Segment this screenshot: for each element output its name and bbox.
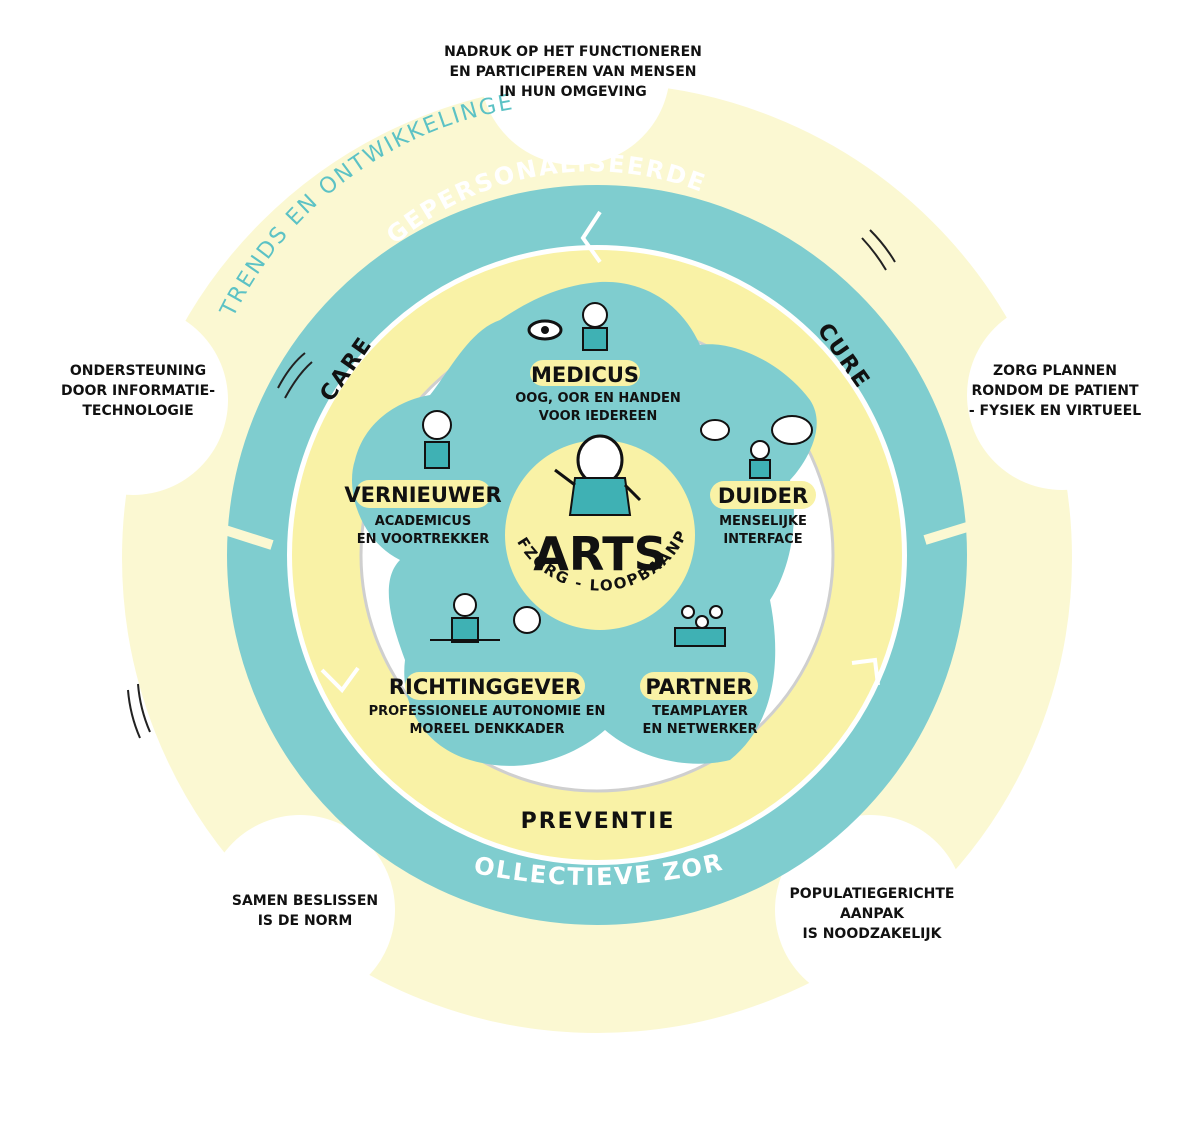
svg-text:NADRUK OP HET FUNCTIONEREN: NADRUK OP HET FUNCTIONEREN <box>444 44 702 60</box>
svg-text:SAMEN BESLISSEN: SAMEN BESLISSEN <box>232 893 378 909</box>
motion-marks <box>127 229 896 739</box>
doctor-figure-icon <box>554 434 642 516</box>
svg-text:POPULATIEGERICHTE: POPULATIEGERICHTE <box>790 886 955 902</box>
role-richtinggever: RICHTINGGEVER PROFESSIONELE AUTONOMIE EN… <box>369 593 606 737</box>
role-partner: PARTNER TEAMPLAYER EN NETWERKER <box>640 605 758 737</box>
chevron-top-icon <box>580 210 602 264</box>
lightbulb-icon <box>422 410 452 469</box>
role-duider-line1: MENSELIJKE <box>719 514 807 529</box>
role-partner-line2: EN NETWERKER <box>642 722 757 737</box>
svg-text:TECHNOLOGIE: TECHNOLOGIE <box>82 403 193 419</box>
svg-text:- FYSIEK EN VIRTUEEL: - FYSIEK EN VIRTUEEL <box>969 403 1141 419</box>
trend-bubble-right <box>967 300 1157 490</box>
center-title: ARTS <box>533 527 666 581</box>
role-richtinggever-line2: MOREEL DENKKADER <box>409 722 564 737</box>
chevron-right-icon <box>851 657 880 686</box>
role-duider-title: DUIDER <box>718 484 808 508</box>
svg-text:DOOR INFORMATIE-: DOOR INFORMATIE- <box>61 383 215 399</box>
chevron-left-icon <box>320 666 360 694</box>
role-richtinggever-title: RICHTINGGEVER <box>389 675 581 699</box>
trend-note-bottom-right: POPULATIEGERICHTE AANPAK IS NOODZAKELIJK <box>790 886 955 942</box>
trend-note-left: ONDERSTEUNING DOOR INFORMATIE- TECHNOLOG… <box>61 363 215 419</box>
role-richtinggever-line1: PROFESSIONELE AUTONOMIE EN <box>369 704 606 719</box>
trend-bubble-top <box>480 0 670 165</box>
svg-text:ZORG PLANNEN: ZORG PLANNEN <box>993 363 1117 379</box>
team-people-icon <box>674 605 726 647</box>
scales-brain-icon <box>430 593 541 643</box>
teal-ring-gap-left <box>198 517 274 550</box>
center-circle <box>505 440 695 630</box>
trend-note-bottom-left: SAMEN BESLISSEN IS DE NORM <box>232 893 378 929</box>
svg-text:IS NOODZAKELIJK: IS NOODZAKELIJK <box>803 926 943 942</box>
trend-bubbles <box>38 0 1157 1005</box>
trend-bubble-bottom-left <box>205 815 395 1005</box>
yellow-ring-preventie: PREVENTIE <box>521 809 676 834</box>
role-vernieuwer-line1: ACADEMICUS <box>375 514 472 529</box>
eye-ear-hand-icon <box>527 302 608 351</box>
role-duider-line2: INTERFACE <box>723 532 802 547</box>
svg-text:IS DE NORM: IS DE NORM <box>258 913 353 929</box>
trend-bubble-left <box>38 305 228 495</box>
role-vernieuwer-line2: EN VOORTREKKER <box>357 532 489 547</box>
role-duider: DUIDER MENSELIJKE INTERFACE <box>700 415 816 547</box>
teal-ring-gap-right <box>923 515 992 545</box>
svg-text:AANPAK: AANPAK <box>840 906 905 922</box>
role-medicus-line1: OOG, OOR EN HANDEN <box>515 391 681 406</box>
svg-text:ONDERSTEUNING: ONDERSTEUNING <box>70 363 206 379</box>
role-vernieuwer: VERNIEUWER ACADEMICUS EN VOORTREKKER <box>344 410 502 547</box>
role-vernieuwer-title: VERNIEUWER <box>344 483 501 507</box>
role-partner-title: PARTNER <box>645 675 752 699</box>
role-medicus-line2: VOOR IEDEREEN <box>539 409 658 424</box>
trend-note-right: ZORG PLANNEN RONDOM DE PATIENT - FYSIEK … <box>969 363 1141 419</box>
trend-bubble-bottom-right <box>775 815 965 1005</box>
role-medicus-title: MEDICUS <box>531 363 639 387</box>
magnifier-arrow-icon <box>700 415 813 479</box>
role-partner-line1: TEAMPLAYER <box>652 704 748 719</box>
trend-note-top: NADRUK OP HET FUNCTIONEREN EN PARTICIPER… <box>444 44 702 100</box>
svg-text:EN PARTICIPEREN VAN MENSEN: EN PARTICIPEREN VAN MENSEN <box>449 64 696 80</box>
svg-text:RONDOM DE PATIENT: RONDOM DE PATIENT <box>971 383 1139 399</box>
svg-text:IN HUN OMGEVING: IN HUN OMGEVING <box>499 84 647 100</box>
role-medicus: MEDICUS OOG, OOR EN HANDEN VOOR IEDEREEN <box>515 302 681 424</box>
